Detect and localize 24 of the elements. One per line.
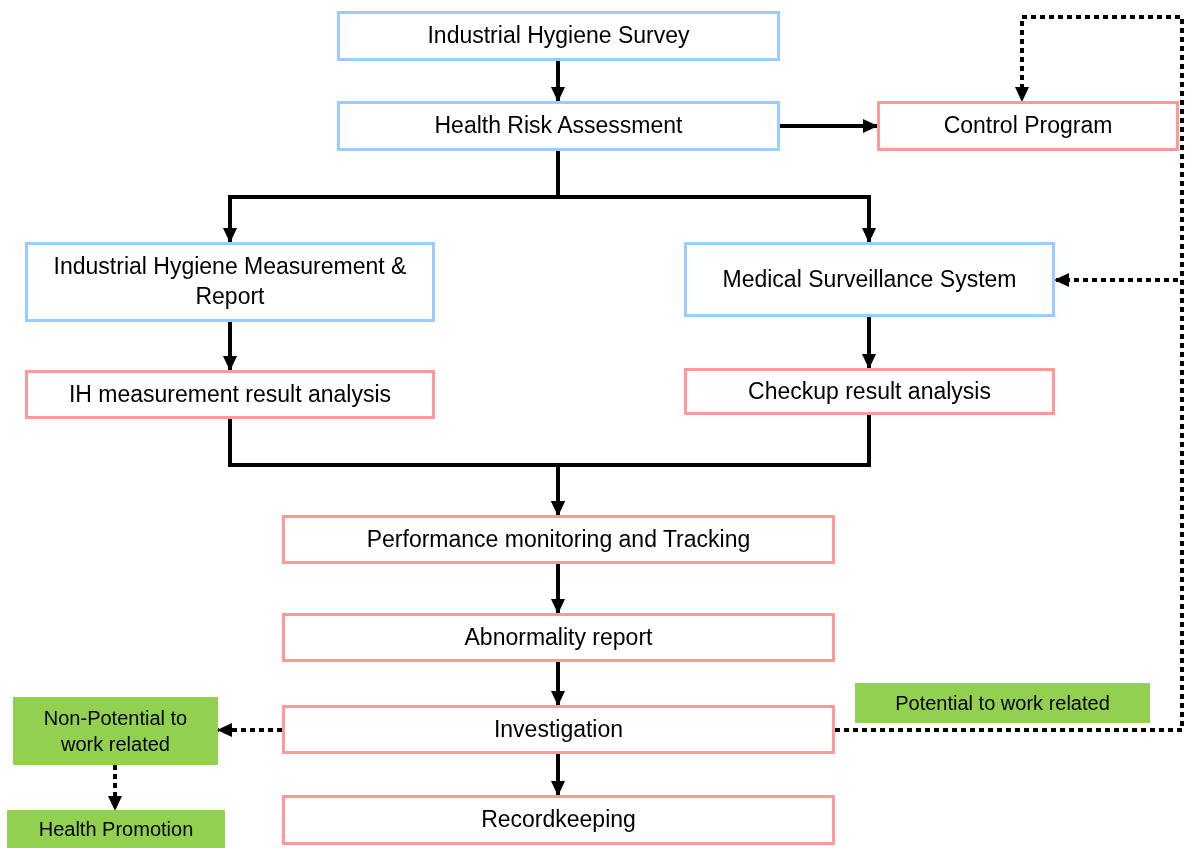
- label-box: Potential to work related: [855, 683, 1150, 723]
- dotted-arrow: [217, 723, 282, 737]
- process-box: Industrial Hygiene Survey: [337, 11, 780, 61]
- process-box: Performance monitoring and Tracking: [282, 515, 835, 564]
- arrow: [862, 317, 876, 369]
- process-box: Recordkeeping: [282, 795, 835, 845]
- arrow: [551, 662, 565, 706]
- process-box: Control Program: [877, 101, 1179, 151]
- label-box: Health Promotion: [7, 810, 225, 848]
- arrow: [223, 322, 237, 371]
- dotted-arrow: [108, 765, 122, 811]
- arrow: [780, 119, 878, 133]
- process-box: Investigation: [282, 705, 835, 754]
- arrow: [551, 754, 565, 796]
- process-box: IH measurement result analysis: [25, 370, 435, 419]
- arrow: [556, 151, 876, 243]
- process-box: Checkup result analysis: [684, 368, 1055, 415]
- process-box: Industrial Hygiene Measurement & Report: [25, 242, 435, 322]
- process-box: Abnormality report: [282, 613, 835, 662]
- label-box: Non-Potential to work related: [13, 697, 218, 765]
- process-box: Medical Surveillance System: [684, 242, 1055, 317]
- process-box: Health Risk Assessment: [337, 101, 780, 151]
- arrow: [551, 61, 565, 102]
- arrow: [551, 564, 565, 614]
